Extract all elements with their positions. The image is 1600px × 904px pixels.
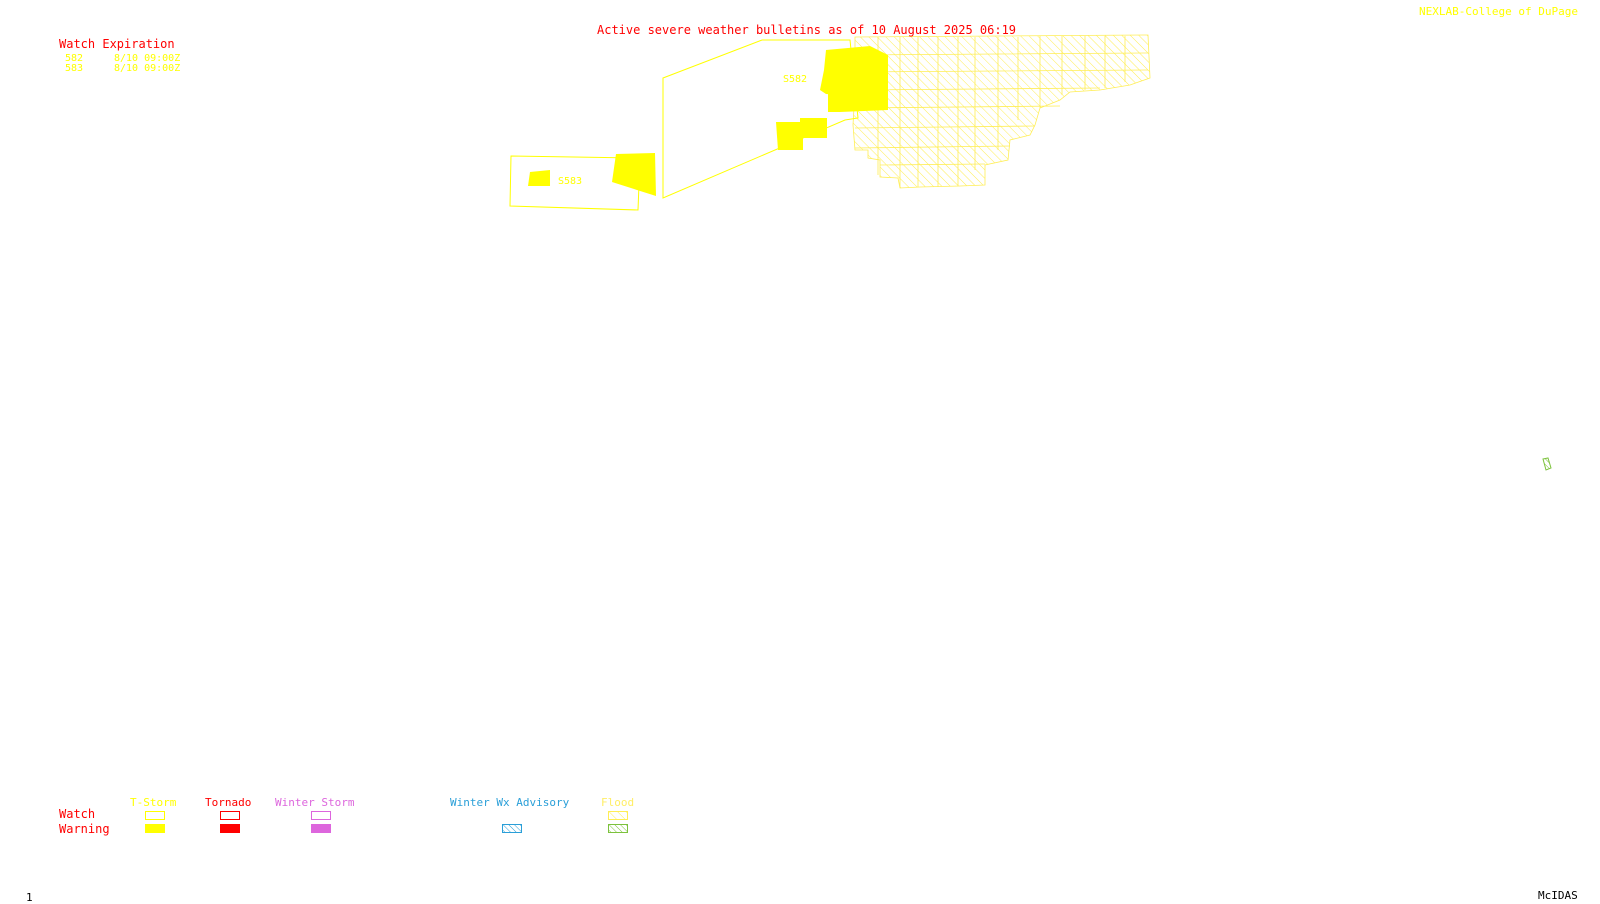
watch-expiration-row-id: 582 xyxy=(65,53,84,64)
legend-flood-label: Flood xyxy=(601,796,635,809)
legend-flood-warning-swatch xyxy=(608,824,628,833)
legend-tstorm-label: T-Storm xyxy=(130,796,177,809)
legend-winter-storm-watch-swatch xyxy=(311,811,331,820)
credit-label: NEXLAB-College of DuPage xyxy=(1419,5,1578,18)
legend-tornado-watch-swatch xyxy=(220,811,240,820)
page-title: Active severe weather bulletins as of 10… xyxy=(597,23,1017,37)
legend-winter-wx-advisory-swatch xyxy=(502,824,522,833)
legend-tornado-label: Tornado xyxy=(205,796,252,809)
legend-watch-label: Watch xyxy=(59,807,96,821)
watch-expiration-row-time: 8/10 09:00Z xyxy=(114,63,181,74)
watch-label-s583: S583 xyxy=(558,176,583,187)
flood-warning-area xyxy=(1542,457,1552,471)
watch-expiration-row-id: 583 xyxy=(65,63,84,74)
watch-label-s582: S582 xyxy=(783,74,808,85)
legend-warning-label: Warning xyxy=(59,822,110,836)
legend-flood-watch-swatch xyxy=(608,811,628,820)
frame-number: 1 xyxy=(26,891,33,904)
tstorm-warnings xyxy=(528,46,888,196)
tstorm-watch-582-outline xyxy=(662,39,859,199)
watch-expiration-row-time: 8/10 09:00Z xyxy=(114,53,181,64)
watch-expiration-heading: Watch Expiration xyxy=(59,37,175,51)
legend-tstorm-watch-swatch xyxy=(145,811,165,820)
tstorm-watch-583-outline xyxy=(509,155,641,211)
legend-winter-storm-label: Winter Storm xyxy=(275,796,355,809)
legend-winter-wx-advisory-label: Winter Wx Advisory xyxy=(450,796,570,809)
legend-tstorm-warning-swatch xyxy=(145,824,165,833)
flood-watch-area xyxy=(852,34,1151,189)
legend-tornado-warning-swatch xyxy=(220,824,240,833)
legend-winter-storm-warning-swatch xyxy=(311,824,331,833)
software-label: McIDAS xyxy=(1538,889,1578,902)
